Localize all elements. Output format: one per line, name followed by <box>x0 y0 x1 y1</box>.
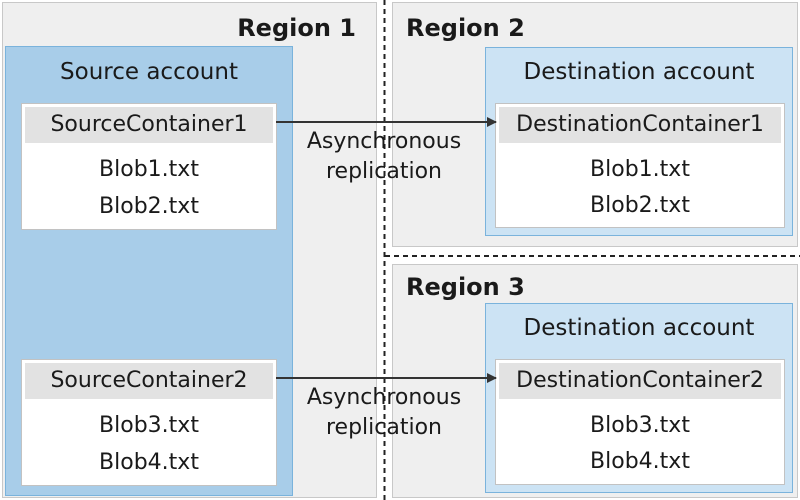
destination-container-2-name: DestinationContainer2 <box>499 363 781 399</box>
blob-item: Blob2.txt <box>590 193 690 218</box>
destination-account-1: Destination account DestinationContainer… <box>485 47 793 236</box>
replication-label-2-line1: Asynchronous <box>306 385 462 410</box>
blob-item: Blob1.txt <box>590 157 690 182</box>
replication-label-1-line1: Asynchronous <box>306 129 462 154</box>
replication-label-1-line2: replication <box>325 159 442 184</box>
source-container-1: SourceContainer1 Blob1.txt Blob2.txt <box>21 103 277 230</box>
blob-item: Blob4.txt <box>99 450 199 475</box>
region-2-title: Region 2 <box>406 14 525 42</box>
region-3-title: Region 3 <box>406 273 525 301</box>
source-account-title: Source account <box>60 59 238 85</box>
source-container-1-name: SourceContainer1 <box>25 107 273 143</box>
blob-item: Blob4.txt <box>590 449 690 474</box>
blob-item: Blob1.txt <box>99 157 199 182</box>
replication-label-2-line2: replication <box>325 415 442 440</box>
blob-item: Blob2.txt <box>99 194 199 219</box>
replication-label-2: Asynchronous replication <box>284 383 484 443</box>
destination-account-2-title: Destination account <box>523 315 755 341</box>
source-container-2-name: SourceContainer2 <box>25 363 273 399</box>
blob-item: Blob3.txt <box>590 413 690 438</box>
blob-item: Blob3.txt <box>99 413 199 438</box>
destination-account-2: Destination account DestinationContainer… <box>485 303 793 493</box>
destination-container-2: DestinationContainer2 Blob3.txt Blob4.tx… <box>495 359 785 485</box>
region-1-title: Region 1 <box>237 14 356 42</box>
destination-container-1: DestinationContainer1 Blob1.txt Blob2.tx… <box>495 103 785 228</box>
replication-label-1: Asynchronous replication <box>284 127 484 187</box>
source-container-2: SourceContainer2 Blob3.txt Blob4.txt <box>21 359 277 486</box>
destination-account-1-title: Destination account <box>523 59 755 85</box>
destination-container-1-name: DestinationContainer1 <box>499 107 781 143</box>
source-account: Source account SourceContainer1 Blob1.tx… <box>5 46 293 496</box>
